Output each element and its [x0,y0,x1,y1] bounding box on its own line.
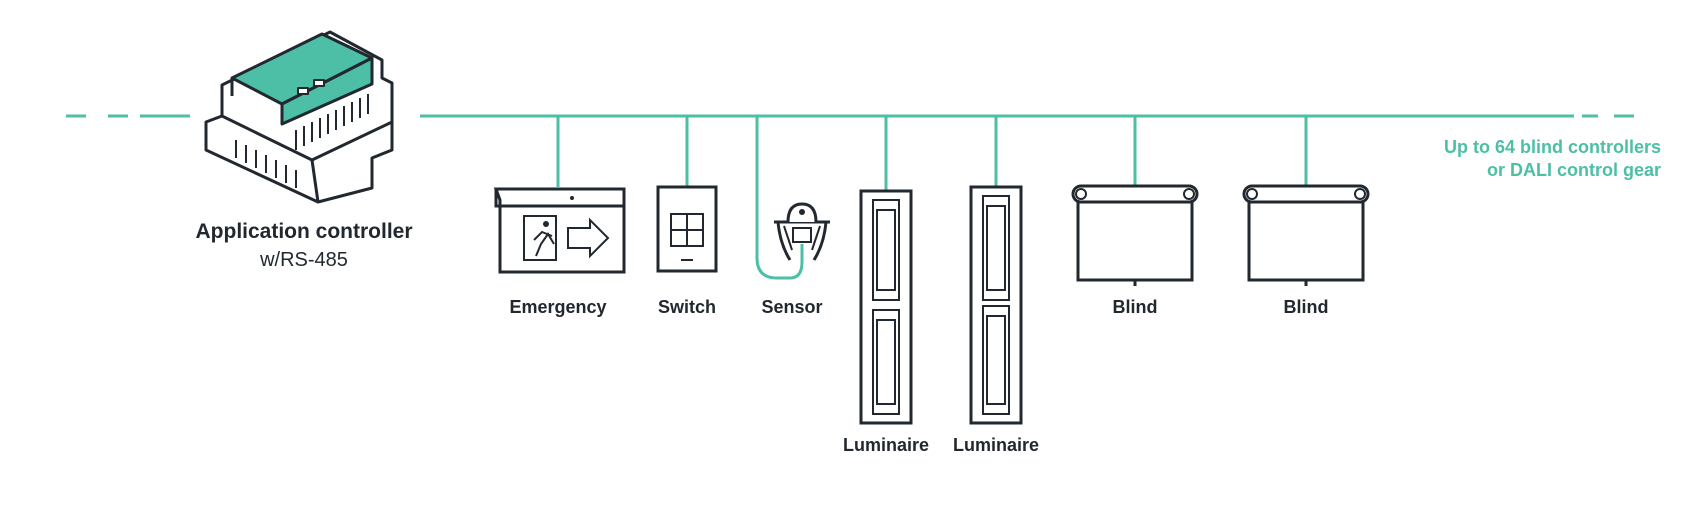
linear-luminaire-icon [969,185,1023,425]
controller-subtitle: w/RS-485 [260,249,348,271]
device-label-luminaire: Luminaire [952,435,1040,455]
device-label-emergency: Emergency [509,297,607,317]
device-label-luminaire: Luminaire [842,435,930,455]
capacity-note-line-1: Up to 64 blind controllers [1443,137,1661,157]
emergency-exit-sign-icon [493,187,626,274]
din-rail-controller-icon [204,30,394,204]
device-label-switch: Switch [657,297,717,317]
roller-blind-icon [1242,184,1370,286]
linear-luminaire-icon [859,189,913,425]
device-label-sensor: Sensor [761,297,823,317]
roller-blind-icon [1071,184,1199,286]
capacity-note: Up to 64 blind controllers or DALI contr… [1341,136,1661,182]
ceiling-sensor-icon [774,202,830,261]
controller-title: Application controller [195,220,413,243]
device-label-blind: Blind [1112,297,1158,317]
capacity-note-line-2: or DALI control gear [1486,160,1661,180]
device-label-blind: Blind [1283,297,1329,317]
wall-switch-icon [656,185,718,273]
drop-lines [556,116,1308,280]
